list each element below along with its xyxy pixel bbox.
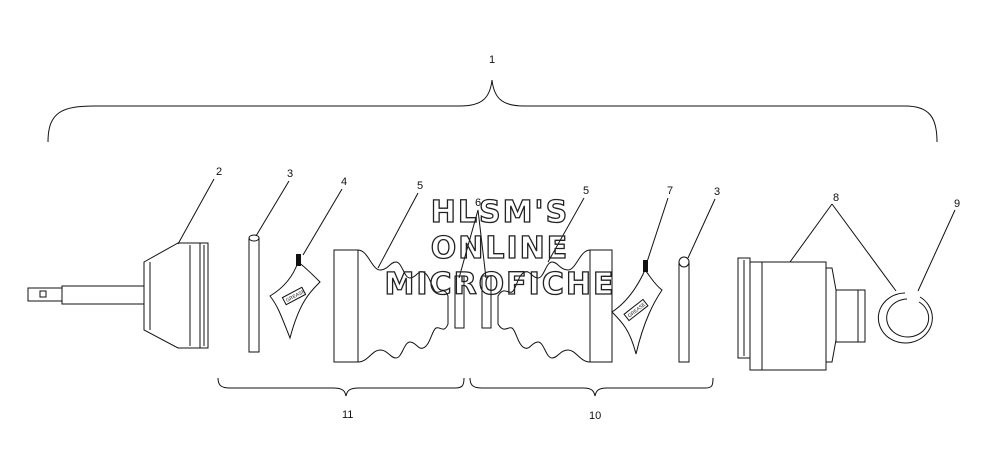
callout-8: 8 (833, 192, 839, 204)
callout-3-right: 3 (714, 186, 720, 198)
callout-5-right: 5 (583, 185, 589, 197)
kit-bracket-11 (217, 377, 465, 397)
callout-3-left: 3 (287, 168, 293, 180)
leader-lines (177, 178, 956, 292)
watermark-line-3: MICROFICHE (385, 267, 616, 302)
cv-boot-right (497, 249, 613, 363)
assembly-brace (47, 79, 938, 143)
inner-joint-housing (737, 257, 866, 371)
watermark-line-2: ONLINE (431, 231, 570, 266)
clamp-ring-6b (481, 275, 492, 329)
callout-numbers: 1 2 3 4 5 6 5 7 3 8 9 11 10 (216, 54, 960, 422)
callout-4: 4 (341, 176, 347, 188)
callout-11: 11 (342, 409, 353, 421)
retaining-ring (877, 292, 933, 344)
cv-boot-left (333, 249, 449, 363)
callout-5-left: 5 (417, 180, 423, 192)
boot-clamp-left (248, 234, 260, 353)
kit-bracket-10 (469, 377, 714, 397)
axle-shaft-outer-joint (27, 242, 209, 349)
boot-clamp-right (678, 256, 690, 363)
watermark: HLSM'S ONLINE MICROFICHE (384, 194, 616, 302)
callout-9: 9 (954, 198, 960, 210)
callout-1: 1 (489, 54, 495, 66)
grease-packet-4: GREASE (269, 254, 321, 340)
callout-7: 7 (667, 185, 673, 197)
callout-2: 2 (216, 166, 222, 178)
callout-10: 10 (589, 410, 601, 422)
watermark-line-1: HLSM'S (431, 195, 569, 230)
grease-packet-7: GREASE (611, 260, 663, 355)
callout-6: 6 (475, 197, 481, 209)
